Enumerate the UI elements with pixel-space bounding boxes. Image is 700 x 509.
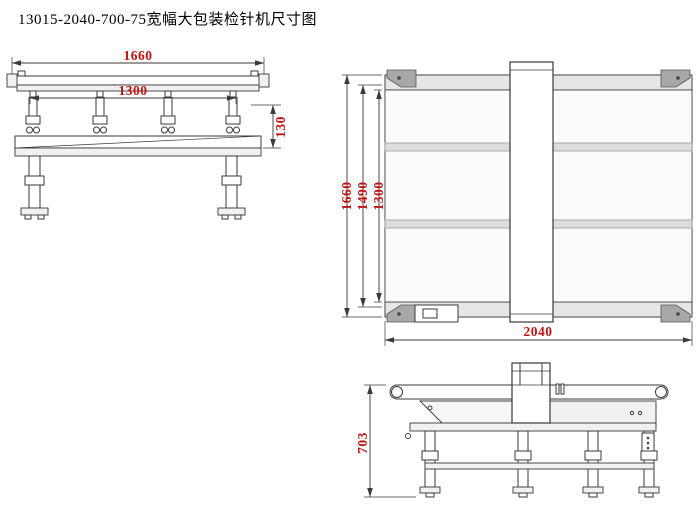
hanger-clamp bbox=[92, 90, 108, 134]
front-hanger-clamps bbox=[25, 90, 241, 134]
corner-bracket bbox=[386, 69, 417, 88]
dim-front-width-outer: 1660 bbox=[11, 48, 265, 74]
dim-text-top-depth-outer: 1660 bbox=[339, 182, 354, 211]
dim-top-depth-mid: 1490 bbox=[355, 84, 382, 308]
bottom-junction-box bbox=[414, 304, 459, 323]
dim-text-top-depth-mid: 1490 bbox=[355, 182, 370, 211]
top-view: 1660 1490 1300 2040 bbox=[339, 61, 693, 346]
dim-length: 2040 bbox=[384, 321, 693, 346]
front-conveyor-belt bbox=[14, 135, 262, 157]
dim-text-front-head-height: 130 bbox=[273, 116, 288, 138]
corner-brackets bbox=[386, 69, 691, 323]
conveyor-roller bbox=[391, 386, 403, 398]
front-machine-body bbox=[6, 70, 270, 92]
corner-bracket bbox=[660, 304, 691, 323]
side-view: 703 bbox=[355, 362, 669, 498]
dim-front-head-height: 130 bbox=[251, 104, 288, 149]
page-title: 13015-2040-700-75宽幅大包装检针机尺寸图 bbox=[18, 12, 317, 28]
corner-bracket bbox=[660, 69, 691, 88]
dim-text-side-height: 703 bbox=[355, 432, 370, 454]
side-detector-head bbox=[511, 362, 565, 424]
conveyor-roller bbox=[655, 386, 667, 398]
dim-side-height: 703 bbox=[355, 384, 416, 498]
hanger-clamp bbox=[160, 90, 176, 134]
front-view: 1660 1300 130 bbox=[6, 48, 288, 220]
dim-top-depth-outer: 1660 bbox=[339, 74, 382, 318]
dim-text-length: 2040 bbox=[524, 324, 553, 339]
detector-column bbox=[509, 61, 554, 323]
dim-text-top-depth-inner: 1300 bbox=[371, 182, 386, 211]
side-legs bbox=[405, 430, 660, 498]
dim-top-depth-inner: 1300 bbox=[371, 89, 386, 303]
dim-text-front-width-inner: 1300 bbox=[119, 83, 148, 98]
dim-front-width-inner: 1300 bbox=[29, 83, 237, 104]
side-control-box bbox=[641, 432, 655, 452]
dim-text-front-width-outer: 1660 bbox=[124, 48, 153, 63]
front-legs bbox=[20, 155, 246, 220]
